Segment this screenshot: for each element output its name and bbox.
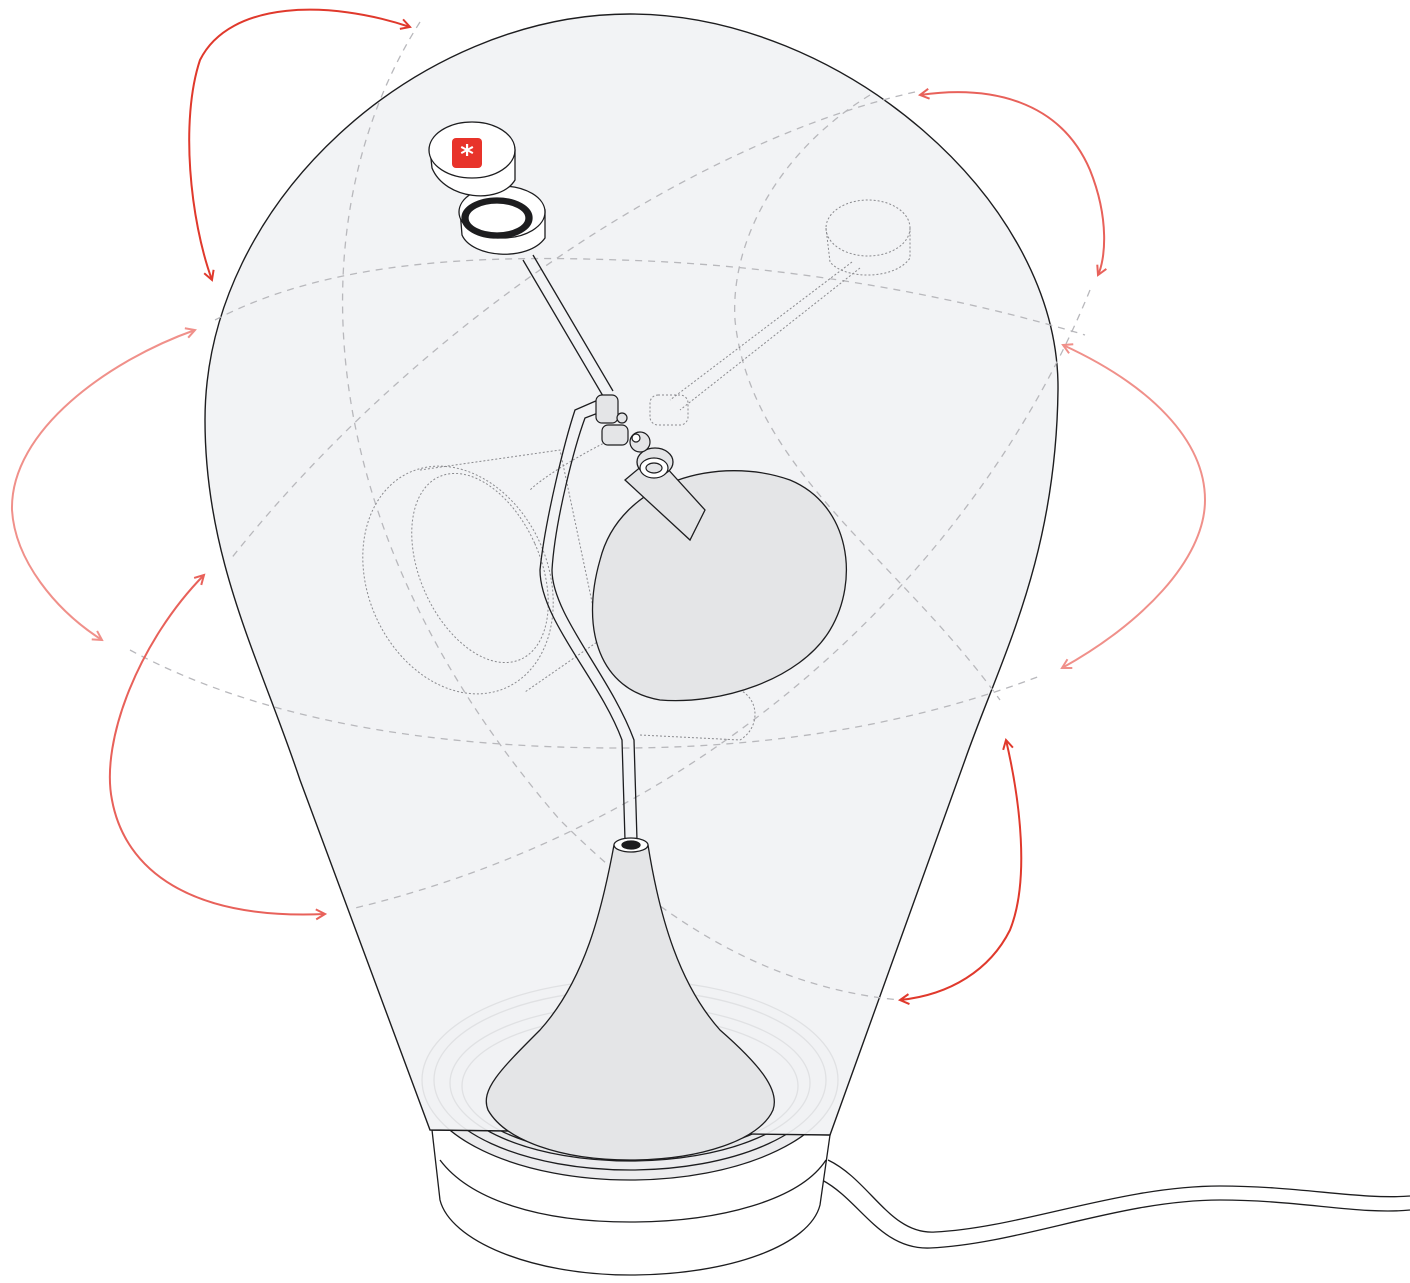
badge-symbol: * <box>460 140 474 170</box>
rotate-arrow-icon <box>1062 345 1205 668</box>
power-cable <box>822 1160 1410 1248</box>
asterisk-badge-icon: * <box>452 138 482 170</box>
rotate-arrow-icon <box>12 330 195 640</box>
